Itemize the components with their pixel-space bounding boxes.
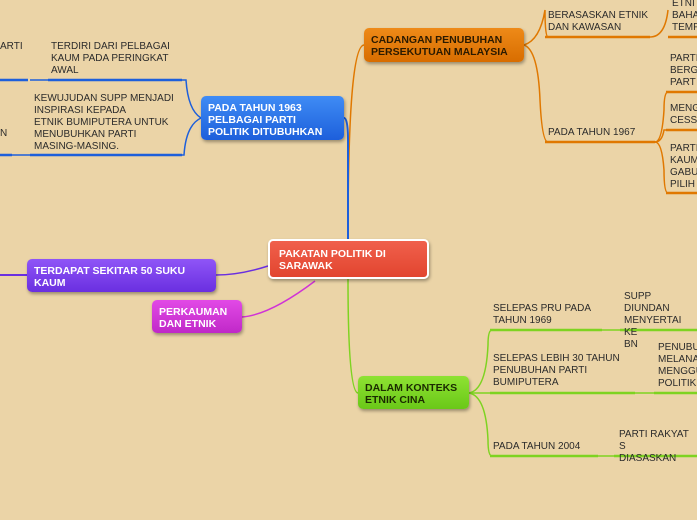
- label-parti-rakyat[interactable]: PARTI RAKYAT S DIASASKAN: [619, 429, 689, 464]
- link-root-magenta: [241, 280, 316, 318]
- label-terdiri[interactable]: TERDIRI DARI PELBAGAI KAUM PADA PERINGKA…: [51, 41, 170, 76]
- link-blue-terdiri: [182, 79, 202, 119]
- node-suku-kaum[interactable]: TERDAPAT SEKITAR 50 SUKU KAUM: [27, 259, 216, 292]
- label-parti-berg[interactable]: PARTI BERG PART: [670, 53, 697, 88]
- node-cadangan[interactable]: CADANGAN PENUBUHAN PERSEKUTUAN MALAYSIA: [364, 28, 524, 62]
- root-node[interactable]: PAKATAN POLITIK DI SARAWAK: [268, 239, 429, 279]
- link-1967-kaum: [654, 141, 669, 194]
- label-berasaskan[interactable]: BERASASKAN ETNIK DAN KAWASAN: [548, 10, 649, 33]
- link-1967-parti: [654, 91, 669, 143]
- label-supp-diundang[interactable]: SUPP DIUNDAN MENYERTAI KE BN: [624, 291, 682, 350]
- link-green-2004: [468, 392, 493, 457]
- node-perkauman[interactable]: PERKAUMAN DAN ETNIK: [152, 300, 242, 333]
- node-perkauman-label: PERKAUMAN DAN ETNIK: [159, 306, 228, 330]
- label-kewujudan[interactable]: KEWUJUDAN SUPP MENJADI INSPIRASI KEPADA …: [34, 93, 174, 152]
- label-parti-kaum[interactable]: PARTI KAUM GABU PILIH: [670, 143, 697, 190]
- link-root-blue: [343, 117, 349, 239]
- link-root-purple: [215, 265, 269, 276]
- link-green-1969: [468, 329, 493, 394]
- label-lebih-30[interactable]: SELEPAS LEBIH 30 TAHUN PENUBUHAN PARTI B…: [493, 353, 620, 388]
- node-etnik-cina-label: DALAM KONTEKS ETNIK CINA: [365, 382, 458, 406]
- label-tahun-2004[interactable]: PADA TAHUN 2004: [493, 441, 581, 452]
- label-arti[interactable]: ARTI: [0, 41, 23, 52]
- link-orange-berasaskan: [523, 9, 549, 46]
- link-berasaskan-etni: [649, 9, 669, 38]
- label-etni[interactable]: ETNI BAHA TEMP: [672, 0, 697, 33]
- label-penubuhan[interactable]: PENUBU MELANA MENGGU POLITIK: [658, 342, 697, 389]
- label-meng[interactable]: MENG CESS: [670, 103, 697, 126]
- link-orange-1967: [523, 44, 549, 143]
- label-tahun-1967[interactable]: PADA TAHUN 1967: [548, 127, 636, 138]
- link-blue-kewujudan: [182, 117, 202, 156]
- link-root-orange: [347, 44, 365, 240]
- node-etnik-cina[interactable]: DALAM KONTEKS ETNIK CINA: [358, 376, 469, 409]
- node-suku-kaum-label: TERDAPAT SEKITAR 50 SUKU KAUM: [34, 265, 186, 289]
- node-tahun-1963-label: PADA TAHUN 1963 PELBAGAI PARTI POLITIK D…: [208, 102, 323, 138]
- root-label: PAKATAN POLITIK DI SARAWAK: [279, 248, 386, 272]
- label-n[interactable]: N: [0, 128, 8, 139]
- node-cadangan-label: CADANGAN PENUBUHAN PERSEKUTUAN MALAYSIA: [371, 34, 508, 58]
- label-pru-1969[interactable]: SELEPAS PRU PADA TAHUN 1969: [493, 303, 591, 326]
- link-root-green: [347, 278, 359, 394]
- node-tahun-1963[interactable]: PADA TAHUN 1963 PELBAGAI PARTI POLITIK D…: [201, 96, 344, 140]
